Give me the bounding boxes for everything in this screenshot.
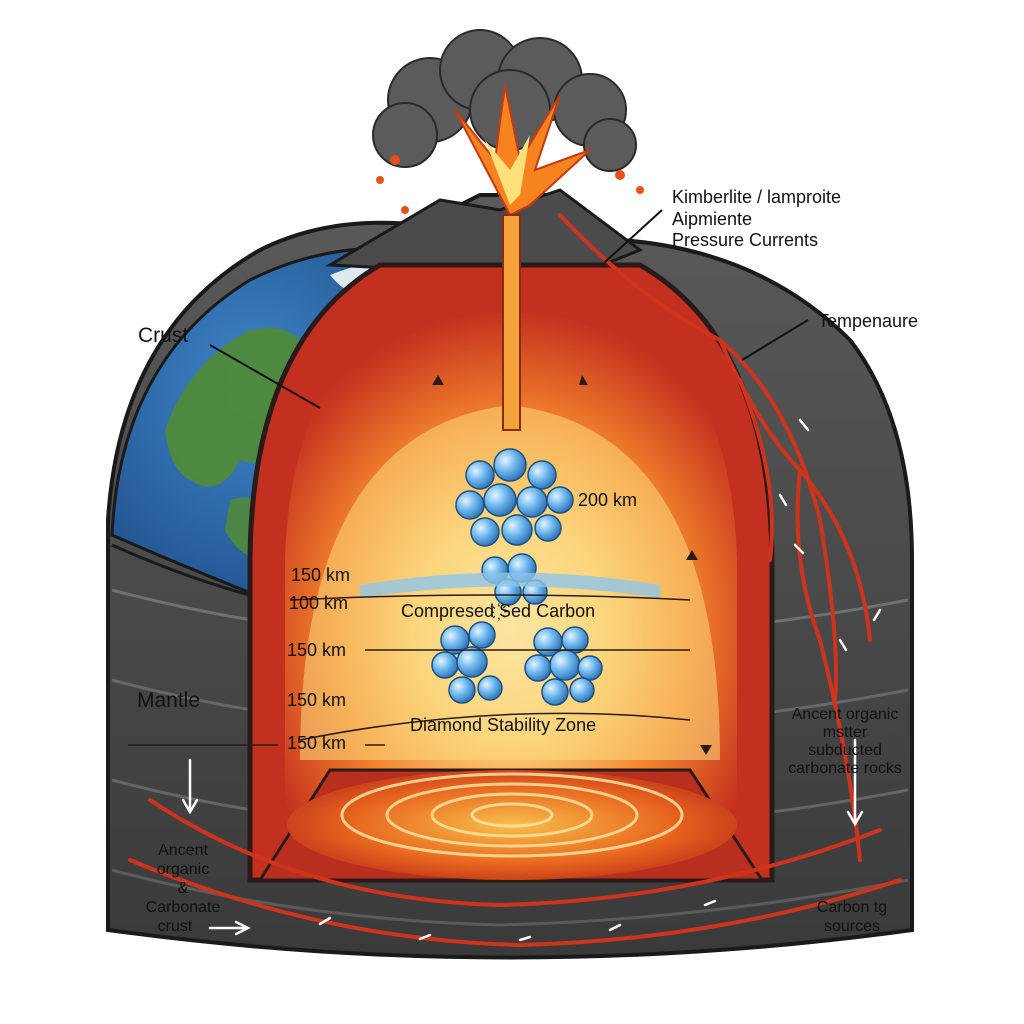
label-carbon-sources-2: sources [824, 918, 880, 935]
label-depth-100: 100 km [289, 593, 348, 613]
label-mantle: Mantle [137, 689, 200, 712]
rock-arrows [181, 418, 882, 967]
label-depth-150-b: 150 km [287, 690, 346, 710]
volcano [324, 29, 644, 272]
smoke-cloud [372, 29, 637, 172]
label-depth-150-c: 150 km [287, 733, 346, 753]
label-crust: Crust [138, 324, 188, 347]
label-compressed-carbon: Compresed ҉Sed Carbon [401, 601, 595, 621]
label-temperature: Tempenaure [818, 311, 918, 331]
label-depth-150-a: 150 km [287, 640, 346, 660]
label-ancient-left-2: organic [157, 861, 209, 878]
label-ancient-right-2: mstter [823, 724, 868, 741]
label-depth-150-top: 150 km [291, 565, 350, 585]
label-kimberlite-1: Kimberlite / lamproite [672, 187, 841, 207]
leader-lines [209, 209, 809, 409]
magma-swirl [340, 772, 684, 858]
label-diamond-zone: Diamond Stability Zone [410, 715, 596, 735]
blue-layer-band [360, 572, 660, 598]
label-ancient-left-5: crust [158, 918, 193, 935]
label-kimberlite-2: Aipmiente [672, 209, 752, 229]
label-depth-200: 200 km [578, 490, 637, 510]
flow-arrows [432, 375, 712, 755]
text-labels: Crust Mantle Kimberlite / lamproite Aipm… [137, 187, 918, 935]
depth-lines [128, 594, 691, 746]
label-ancient-left-1: Ancent [158, 842, 208, 859]
label-ancient-right-1: Ancent organic [792, 706, 899, 723]
diamond-clusters [431, 448, 603, 706]
eruption [376, 84, 644, 217]
label-ancient-right-4: carbonate rocks [788, 760, 902, 777]
diamond-cluster-right [524, 626, 603, 706]
label-ancient-left-4: Carbonate [146, 899, 221, 916]
label-ancient-left-3: & [178, 880, 189, 897]
label-ancient-right-3: subducted [808, 742, 882, 759]
label-kimberlite-3: Pressure Currents [672, 230, 818, 250]
magma-veins [128, 213, 902, 948]
diamond-cluster-left [431, 621, 503, 704]
diamond-cluster-top [455, 448, 574, 547]
label-carbon-sources-1: Carbon tg [817, 899, 887, 916]
